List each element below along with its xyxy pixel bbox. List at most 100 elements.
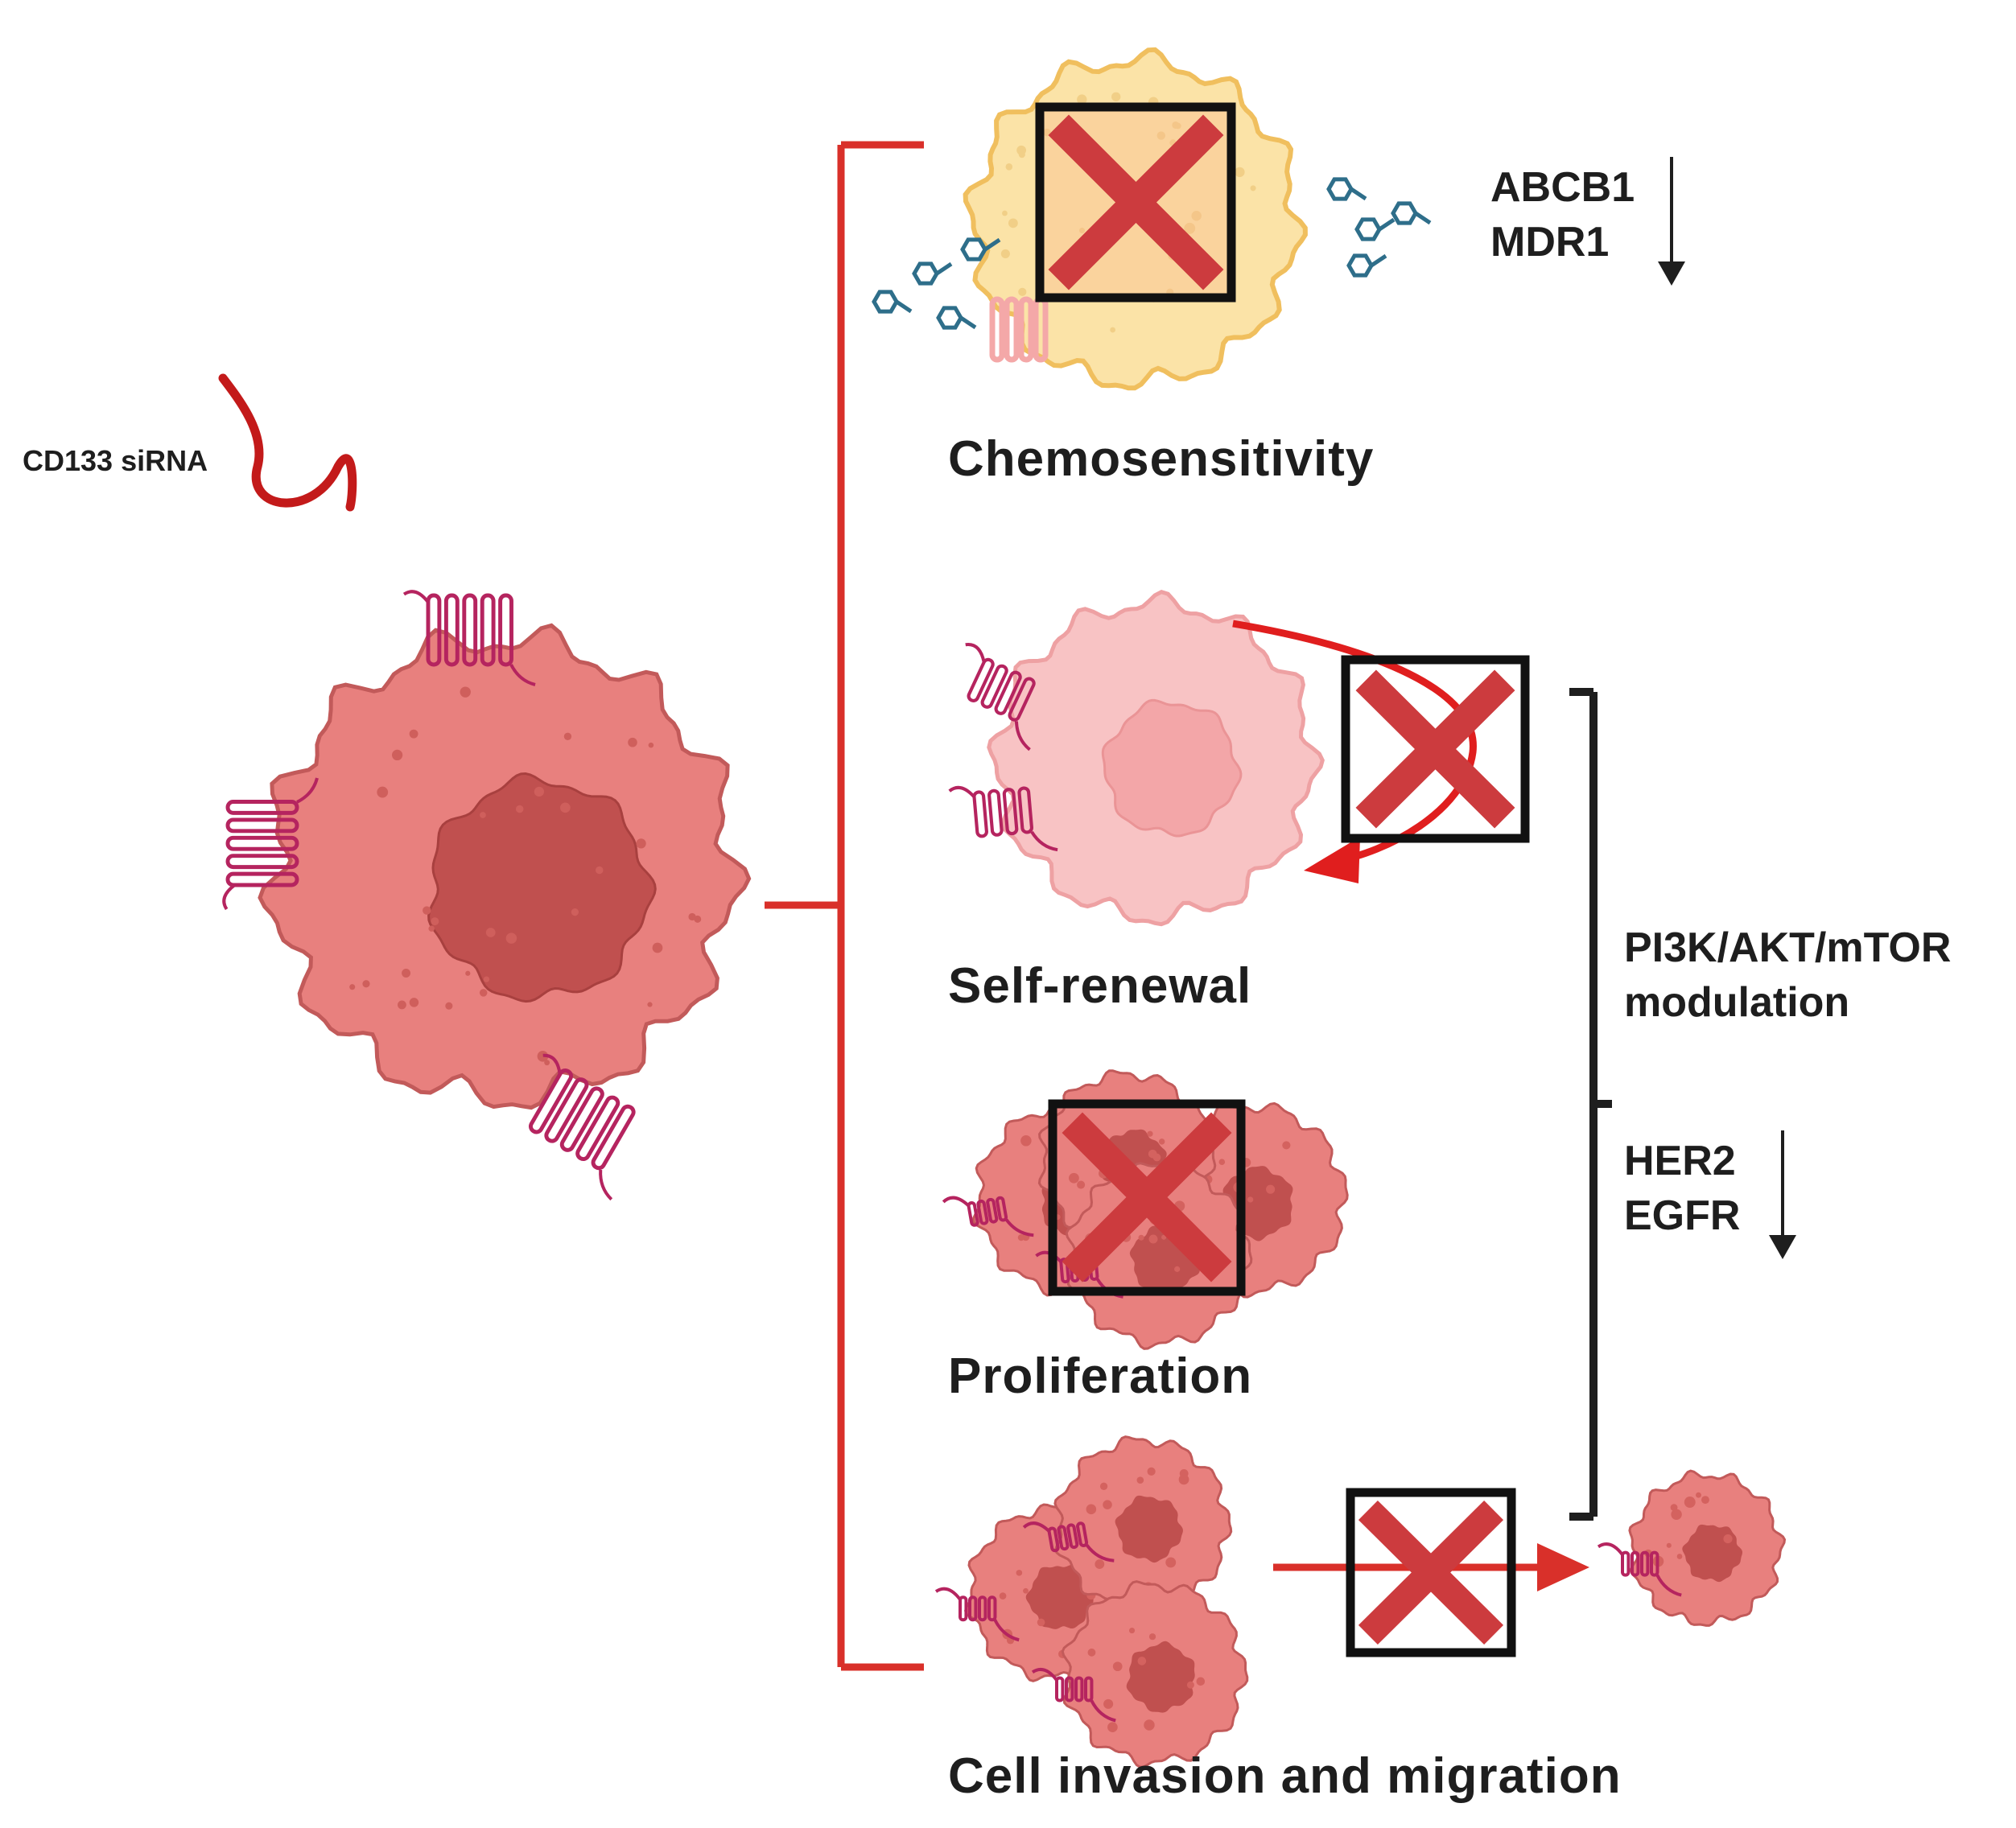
receptor: [965, 642, 1036, 751]
receptor-tail: [948, 785, 975, 798]
receptor-tail: [402, 590, 430, 603]
receptor: [1031, 1668, 1116, 1723]
granule: [1148, 1234, 1158, 1244]
granule: [1018, 287, 1027, 296]
cell-nucleus: [1115, 1495, 1183, 1563]
granule: [1184, 222, 1196, 234]
efflux-pump: [989, 296, 1049, 363]
granule: [391, 749, 403, 761]
granule: [1095, 1559, 1105, 1569]
granule: [480, 812, 486, 818]
receptor-helix: [959, 1595, 968, 1622]
granule: [485, 928, 496, 937]
granule: [1147, 1130, 1153, 1137]
granule: [647, 1002, 653, 1007]
receptor-helix: [498, 593, 513, 667]
granule: [1218, 1159, 1226, 1166]
self-renewal-arrowhead: [1304, 837, 1360, 883]
granule: [1020, 1135, 1032, 1147]
receptor-tail: [1031, 1668, 1058, 1682]
drug-ring: [872, 290, 899, 314]
granule: [1282, 1141, 1291, 1150]
granule: [1037, 1618, 1045, 1627]
signaling-bracket: [1569, 688, 1612, 1521]
pathway-name: PI3K/AKT/mTOR: [1624, 924, 1952, 971]
granule: [1112, 1661, 1123, 1672]
granule: [1196, 1677, 1206, 1686]
granule: [1008, 218, 1018, 228]
granule: [544, 1060, 550, 1066]
granule: [1023, 1587, 1029, 1594]
granule: [1069, 1172, 1079, 1184]
receptor-tail: [1004, 1218, 1034, 1237]
granule: [1000, 249, 1010, 258]
granule: [1666, 1542, 1672, 1548]
granule: [1136, 1476, 1144, 1484]
receptor-helix: [1621, 1550, 1631, 1577]
granule: [1103, 1698, 1114, 1709]
drug-ring: [936, 306, 963, 330]
receptor-helix: [976, 1199, 989, 1225]
receptor-helix: [528, 1068, 574, 1134]
receptor-tail: [1030, 830, 1058, 852]
granule: [1684, 1497, 1696, 1509]
granule: [1016, 1570, 1023, 1576]
granule: [1086, 1504, 1097, 1515]
sirna-strand: [218, 373, 357, 512]
granule: [1266, 1184, 1276, 1194]
receptor-helix: [987, 788, 1004, 837]
receptor-tail: [942, 1196, 970, 1207]
receptor-helix: [1057, 1525, 1070, 1551]
receptor-helix: [225, 800, 299, 815]
outcome-self-renewal: Self-renewal: [948, 958, 1252, 1014]
receptor-tail: [509, 664, 536, 686]
granule: [1018, 151, 1025, 159]
granule: [409, 998, 419, 1007]
granule: [1077, 94, 1087, 105]
granule: [398, 1000, 406, 1010]
receptor-tail: [599, 1169, 613, 1201]
blocked-proliferation: [1048, 1099, 1246, 1296]
receptor-helix: [967, 657, 995, 702]
granule: [999, 1592, 1007, 1600]
blocked-chemoresistance: [1035, 102, 1236, 303]
granule: [515, 805, 524, 813]
migrated-cell: [1597, 1469, 1787, 1627]
receptor-tail: [1014, 721, 1031, 751]
granule: [1186, 1681, 1194, 1689]
granule: [1043, 128, 1051, 137]
drug-bond: [935, 261, 953, 276]
granule: [505, 933, 517, 944]
granule: [1676, 1554, 1683, 1559]
granule: [652, 942, 663, 953]
receptor-helix: [972, 790, 988, 838]
granule: [483, 976, 490, 982]
granule: [1701, 1496, 1709, 1505]
receptor: [402, 590, 536, 686]
blocked-self-renewal: [1341, 655, 1530, 843]
receptor-tail: [1035, 1250, 1062, 1263]
granule: [1111, 92, 1121, 101]
granule: [479, 989, 488, 997]
granule: [636, 838, 646, 849]
granule: [1147, 1467, 1156, 1476]
self-renewal-receptors: [948, 642, 1058, 852]
drug-bond: [1350, 187, 1367, 201]
granule: [648, 742, 654, 748]
outcome-invasion: Cell invasion and migration: [948, 1748, 1622, 1804]
receptor-tail: [993, 1619, 1020, 1642]
receptor: [222, 777, 319, 911]
main-cell-nucleus: [427, 772, 657, 1003]
granule: [1077, 1180, 1086, 1189]
granule: [537, 1051, 549, 1062]
pathway-modulation: modulation: [1624, 979, 1850, 1026]
receptor: [934, 1587, 1020, 1642]
granule: [1174, 1266, 1181, 1272]
self-renewal-nucleus: [1101, 698, 1243, 838]
receptor-helix: [1640, 1550, 1650, 1577]
receptor: [948, 785, 1058, 852]
granule: [1671, 1509, 1682, 1521]
granule: [1128, 1627, 1136, 1634]
receptor: [1597, 1542, 1682, 1597]
granule: [1235, 167, 1245, 178]
